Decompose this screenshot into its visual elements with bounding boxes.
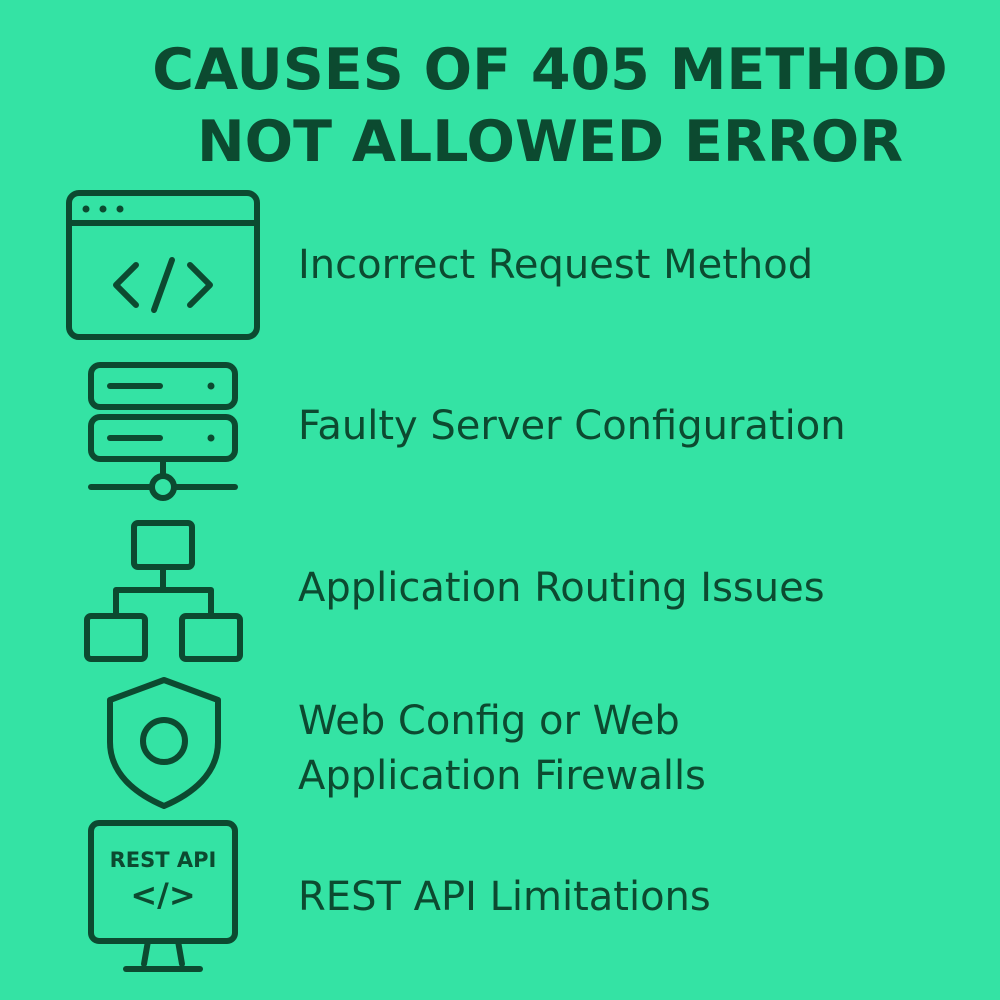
hierarchy-icon — [84, 520, 244, 662]
server-network-icon — [88, 362, 238, 502]
page-title: CAUSES OF 405 METHOD NOT ALLOWED ERROR — [110, 34, 990, 178]
browser-code-icon — [66, 190, 260, 342]
shield-icon — [104, 676, 224, 810]
item-label-incorrect-request-method: Incorrect Request Method — [298, 242, 814, 288]
monitor-api-text: REST API — [109, 848, 217, 872]
item-label-web-config-line-2: Application Firewalls — [298, 753, 706, 799]
title-line-1: CAUSES OF 405 METHOD — [152, 37, 948, 103]
monitor-code-glyph: </> — [130, 876, 196, 914]
item-label-web-config-line-1: Web Config or Web — [298, 698, 680, 744]
item-label-faulty-server-configuration: Faulty Server Configuration — [298, 403, 846, 449]
item-label-rest-api-limitations: REST API Limitations — [298, 874, 711, 920]
item-label-application-routing-issues: Application Routing Issues — [298, 565, 825, 611]
monitor-api-icon: REST API </> — [88, 820, 238, 976]
title-line-2: NOT ALLOWED ERROR — [196, 109, 904, 175]
